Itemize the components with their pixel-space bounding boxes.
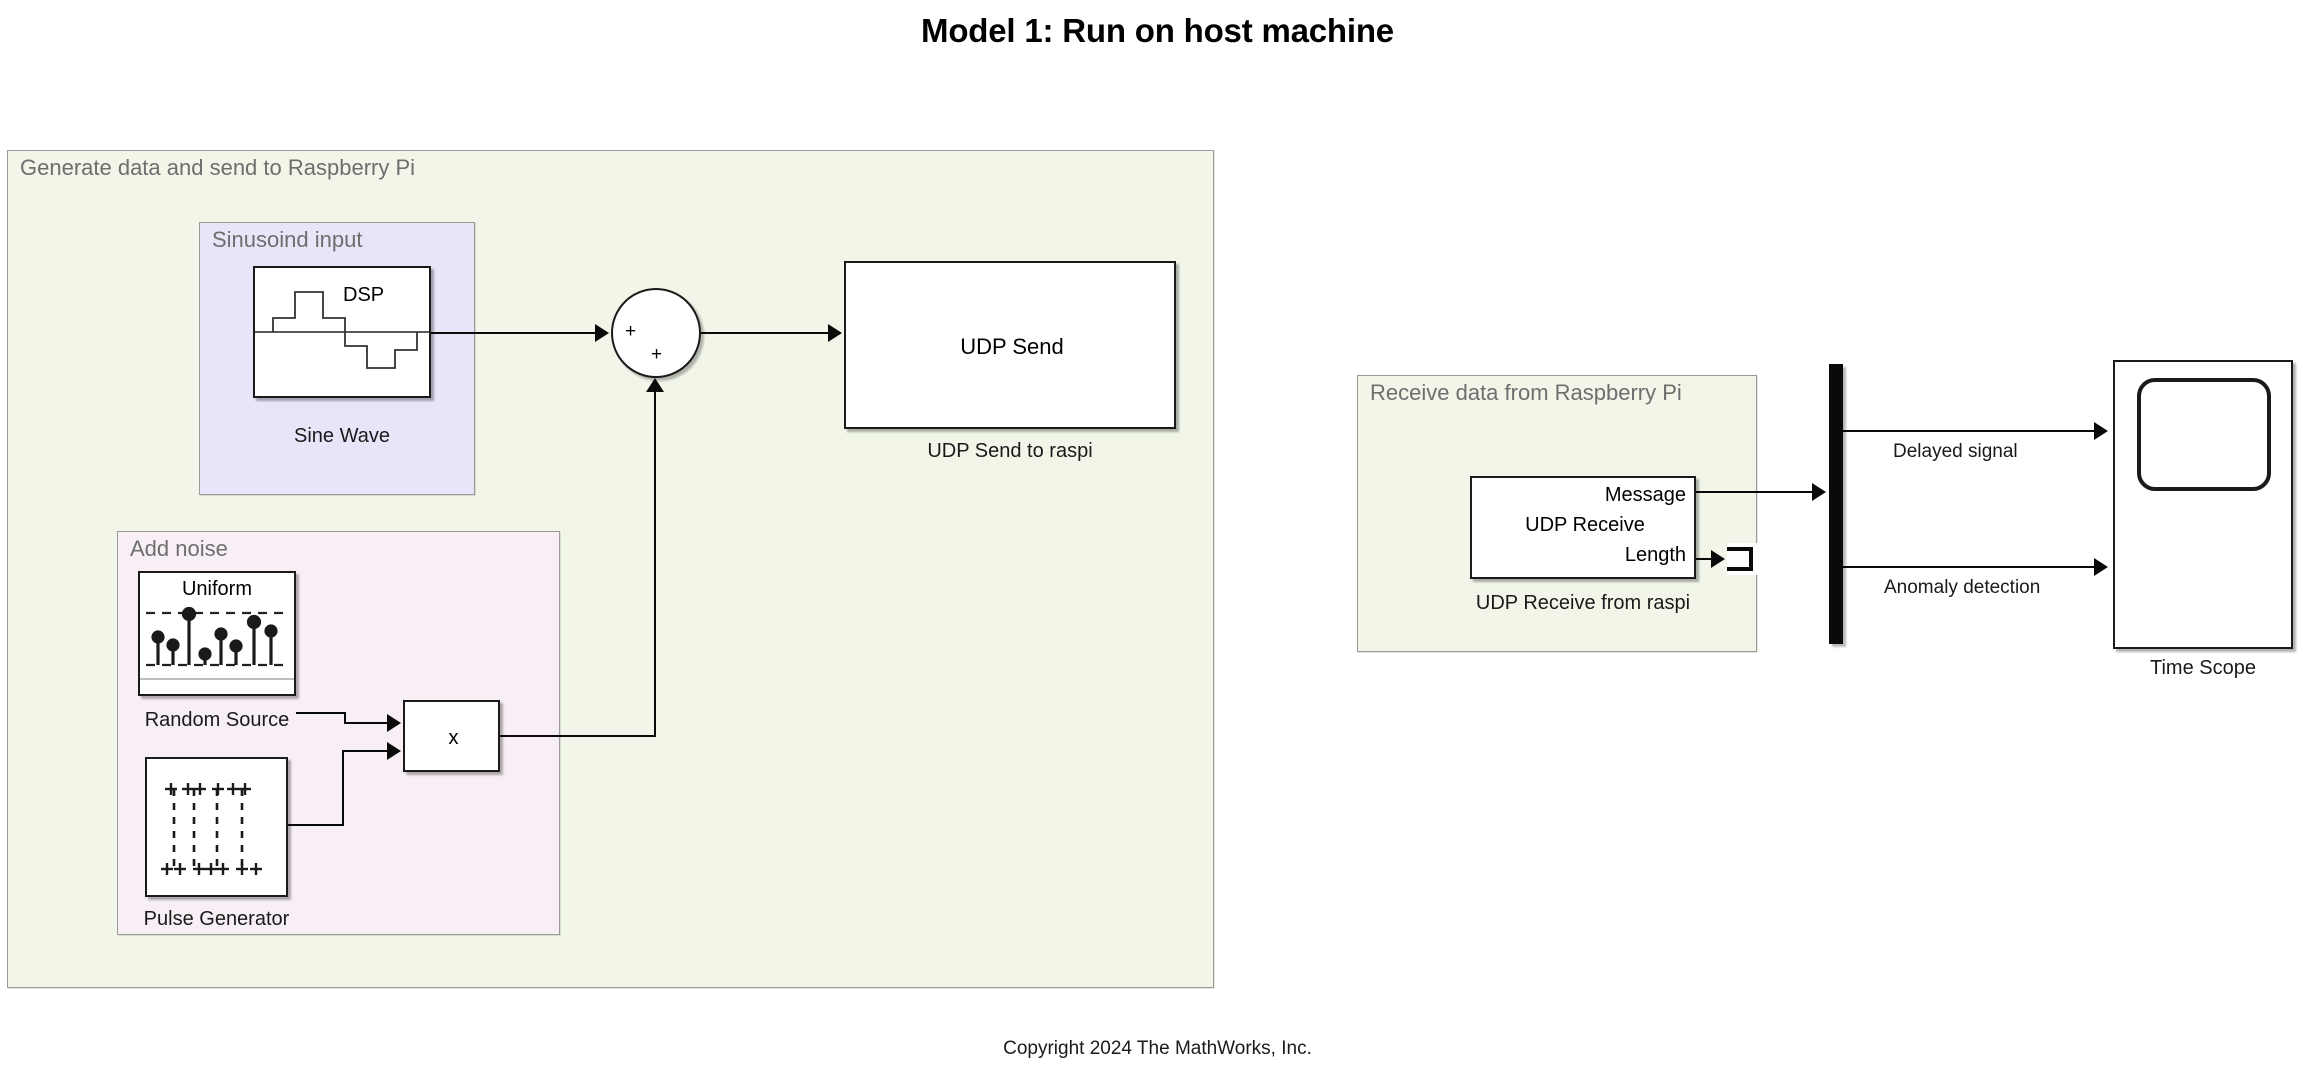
- udp-receive-block[interactable]: Message UDP Receive Length: [1470, 476, 1696, 579]
- random-source-caption: Random Source: [144, 709, 290, 731]
- sine-wave-block[interactable]: DSP: [253, 266, 431, 398]
- wire-demux-to-scope-1: [1843, 430, 2095, 433]
- arrowhead-demux-input: [1812, 483, 1826, 501]
- arrowhead-product-input-2: [387, 742, 401, 760]
- wire-random-out: [296, 712, 346, 715]
- page-title: Model 1: Run on host machine: [921, 12, 1394, 49]
- subsystem-label-generate-data: Generate data and send to Raspberry Pi: [20, 155, 416, 180]
- terminator-block[interactable]: [1727, 543, 1759, 575]
- udp-receive-label: UDP Receive: [1525, 514, 1645, 536]
- random-source-block[interactable]: Uniform: [138, 571, 296, 696]
- pulse-train-icon: [161, 783, 262, 875]
- signal-label-anomaly: Anomaly detection: [1884, 577, 2041, 598]
- arrowhead-scope-input-1: [2094, 422, 2108, 440]
- udp-receive-caption: UDP Receive from raspi: [1475, 592, 1691, 614]
- wire-pulse-out: [288, 824, 344, 827]
- subsystem-label-sinusoid-input: Sinusoind input: [212, 227, 363, 252]
- subsystem-label-receive-data: Receive data from Raspberry Pi: [1370, 380, 1682, 405]
- wire-length-to-terminator: [1696, 558, 1714, 561]
- arrowhead-product-input-1: [387, 714, 401, 732]
- wire-random-to-product: [344, 722, 389, 725]
- dsp-sine-wave-icon: [255, 291, 429, 369]
- arrowhead-udpsend-input: [828, 324, 842, 342]
- copyright-text: Copyright 2024 The MathWorks, Inc.: [1003, 1038, 1312, 1059]
- arrowhead-sum-input-1: [595, 324, 609, 342]
- terminator-icon: [1727, 547, 1753, 571]
- wire-sine-to-sum: [431, 332, 597, 335]
- udp-receive-port-length: Length: [1624, 544, 1686, 566]
- arrowhead-sum-input-2: [646, 378, 664, 392]
- wire-product-to-sum-vertical: [654, 392, 657, 737]
- product-block[interactable]: x: [403, 700, 500, 772]
- signal-label-delayed: Delayed signal: [1893, 441, 2018, 462]
- udp-send-caption: UDP Send to raspi: [927, 440, 1093, 462]
- wire-pulse-rise: [342, 750, 345, 826]
- wire-random-drop: [344, 712, 347, 724]
- time-scope-caption: Time Scope: [2150, 657, 2256, 679]
- wire-product-out: [500, 735, 656, 738]
- udp-receive-port-message: Message: [1604, 484, 1686, 506]
- pulse-generator-caption: Pulse Generator: [143, 908, 290, 930]
- stem-plot-icon: [140, 606, 294, 680]
- time-scope-screen-icon: [2137, 378, 2271, 491]
- arrowhead-terminator-input: [1711, 550, 1725, 568]
- sine-wave-caption: Sine Wave: [294, 425, 390, 447]
- sum-plus-sign-top: +: [625, 321, 637, 342]
- pulse-generator-block[interactable]: [145, 757, 288, 897]
- time-scope-block[interactable]: [2113, 360, 2293, 649]
- product-block-label: x: [448, 726, 459, 749]
- demux-block[interactable]: [1829, 364, 1843, 644]
- sum-plus-sign-bottom: +: [651, 344, 663, 365]
- sum-block[interactable]: + +: [611, 288, 701, 378]
- random-source-distribution-label: Uniform: [181, 578, 252, 600]
- wire-pulse-to-product: [342, 750, 389, 753]
- wire-message-to-demux: [1696, 491, 1813, 494]
- wire-demux-to-scope-2: [1843, 566, 2095, 569]
- sine-wave-dsp-label: DSP: [343, 284, 385, 306]
- subsystem-label-add-noise: Add noise: [130, 536, 228, 561]
- arrowhead-scope-input-2: [2094, 558, 2108, 576]
- udp-send-label: UDP Send: [960, 334, 1064, 359]
- wire-sum-to-udpsend: [701, 332, 829, 335]
- udp-send-block[interactable]: UDP Send: [844, 261, 1176, 429]
